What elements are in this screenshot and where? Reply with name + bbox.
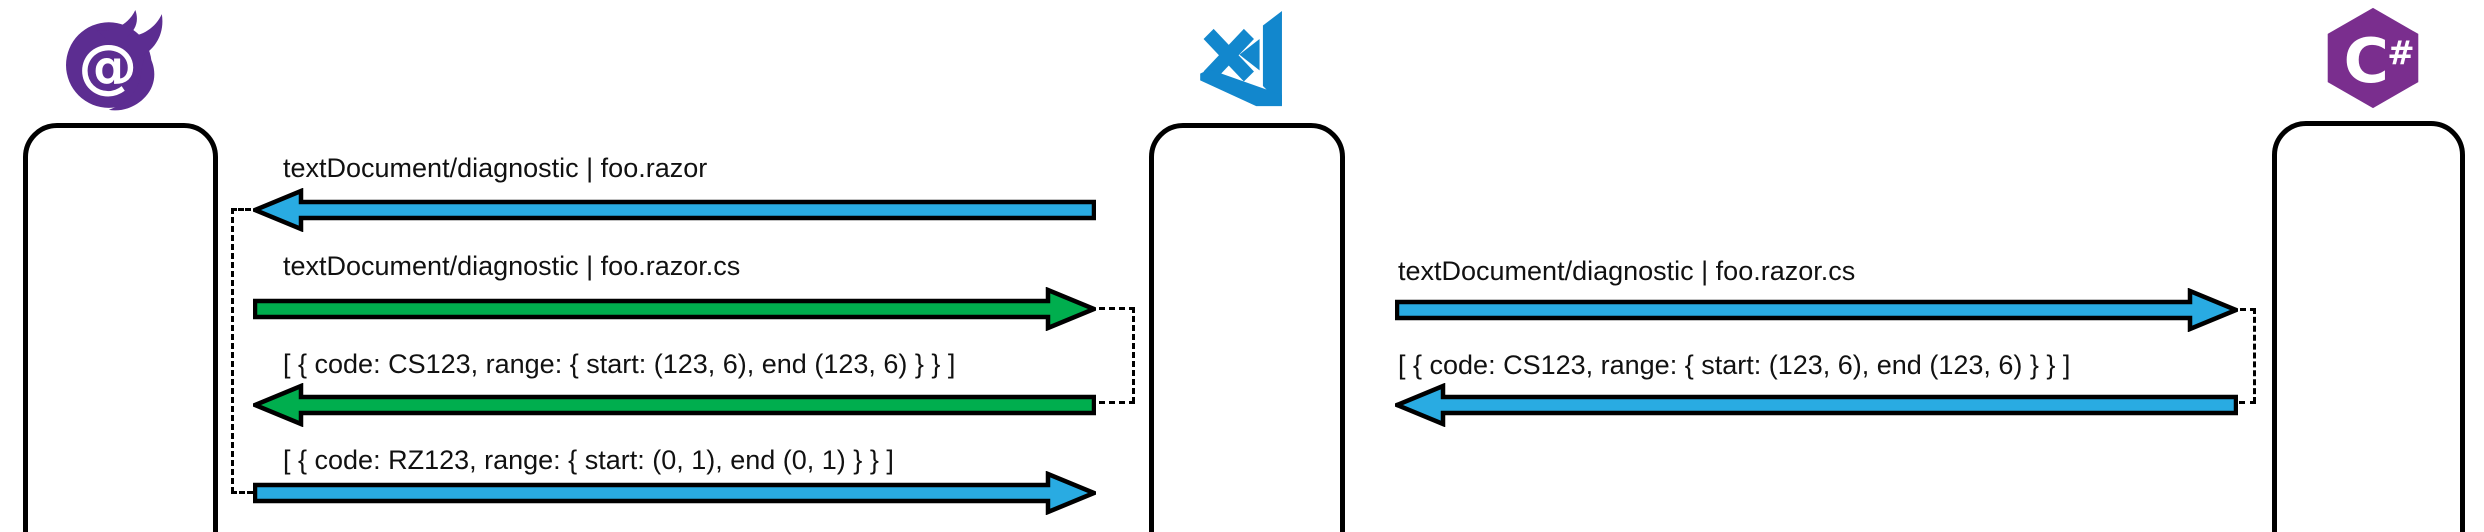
csharp-icon: C # xyxy=(2327,7,2419,109)
dashed-connector xyxy=(231,208,251,211)
csharp-lifeline-box xyxy=(2272,121,2465,532)
dashed-connector xyxy=(2239,401,2256,404)
editor-lifeline-box xyxy=(1149,123,1345,532)
dashed-connector xyxy=(231,208,234,493)
dashed-connector xyxy=(231,491,253,494)
message-arrow-left xyxy=(253,188,1096,232)
message-label: [ { code: RZ123, range: { start: (0, 1),… xyxy=(283,445,894,475)
message-arrow-right xyxy=(253,471,1096,515)
csharp-c-glyph: C xyxy=(2344,25,2389,97)
message-label: [ { code: CS123, range: { start: (123, 6… xyxy=(283,349,956,379)
dashed-connector xyxy=(2253,308,2256,403)
blazor-at-glyph: @ xyxy=(78,31,137,100)
razor-lifeline-box xyxy=(23,123,218,532)
message-arrow-left xyxy=(253,383,1096,427)
dashed-connector xyxy=(2240,308,2256,311)
blazor-razor-icon: @ xyxy=(66,10,163,111)
visual-studio-icon xyxy=(1200,10,1282,107)
dashed-connector xyxy=(1099,401,1135,404)
message-label: textDocument/diagnostic | foo.razor xyxy=(283,153,708,183)
message-arrow-right xyxy=(1395,288,2238,332)
message-arrow-left xyxy=(1395,383,2238,427)
dashed-connector xyxy=(1132,307,1135,403)
dashed-connector xyxy=(1099,307,1135,310)
message-label: textDocument/diagnostic | foo.razor.cs xyxy=(283,251,741,281)
message-arrow-right xyxy=(253,287,1096,331)
message-label: [ { code: CS123, range: { start: (123, 6… xyxy=(1398,350,2071,380)
csharp-hash-glyph: # xyxy=(2387,34,2414,72)
message-label: textDocument/diagnostic | foo.razor.cs xyxy=(1398,256,1856,286)
